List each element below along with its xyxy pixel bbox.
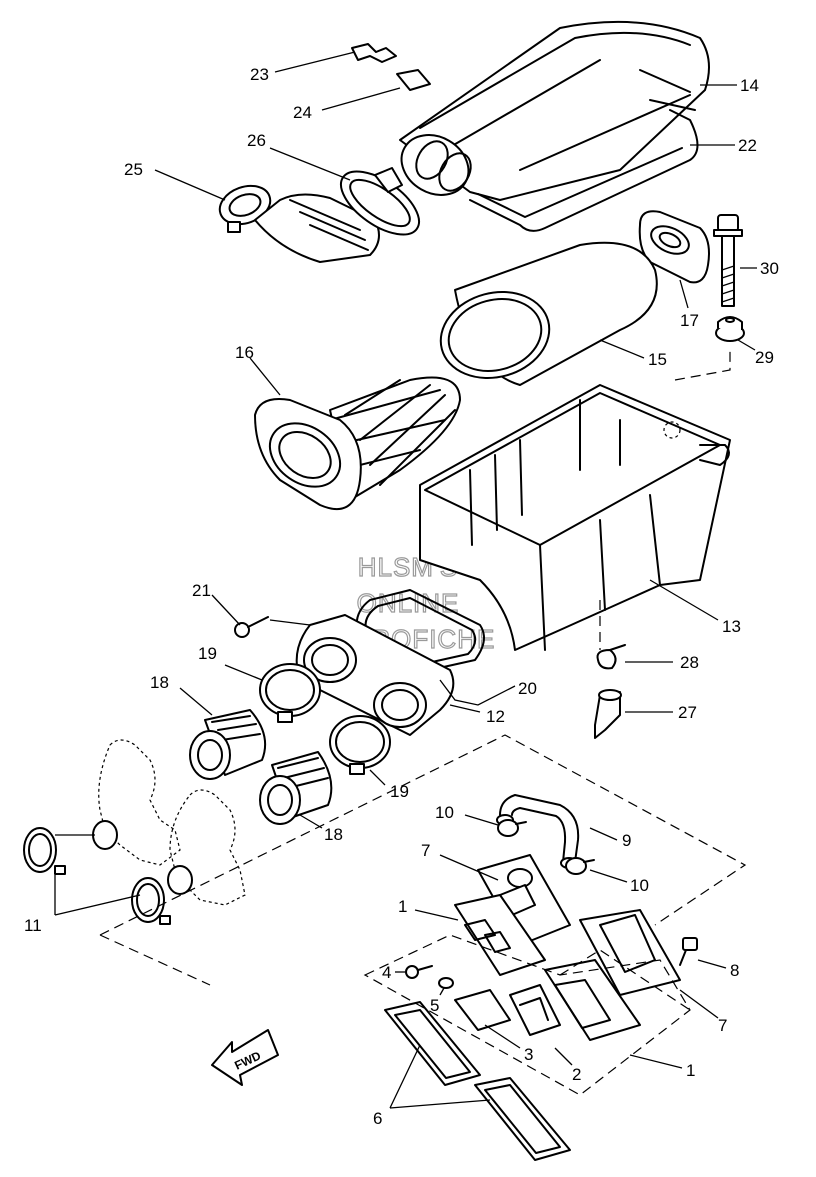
part-15-filter-element [439, 241, 658, 386]
callout-1a: 1 [398, 897, 407, 916]
callout-21: 21 [192, 581, 211, 600]
callout-9: 9 [622, 831, 631, 850]
callout-7a: 7 [421, 841, 430, 860]
part-21-screw [234, 616, 269, 638]
callout-5: 5 [430, 996, 439, 1015]
callout-2: 2 [572, 1065, 581, 1084]
part-20-gasket [355, 589, 485, 671]
fwd-arrow: FWD [211, 1029, 279, 1086]
callout-24: 24 [293, 103, 312, 122]
part-18-joint-lower [259, 751, 333, 825]
part-6-gasket-upper [384, 1001, 481, 1086]
part-1-reed-valve-left [454, 894, 546, 976]
part-29-grommet [715, 316, 745, 342]
callout-12: 12 [486, 707, 505, 726]
part-16-filter-cage [254, 376, 461, 510]
callout-26: 26 [247, 131, 266, 150]
callout-4: 4 [382, 963, 391, 982]
part-24-clip [396, 69, 431, 91]
callout-16: 16 [235, 343, 254, 362]
assembly-outlines [55, 350, 747, 1096]
part-25-intake-duct [218, 184, 380, 263]
callout-10a: 10 [435, 803, 454, 822]
callout-15: 15 [648, 350, 667, 369]
callout-25: 25 [124, 160, 143, 179]
part-2-reed-plate [509, 984, 561, 1036]
callout-13: 13 [722, 617, 741, 636]
callout-labels: 23 24 26 25 14 22 30 17 29 15 16 13 21 1… [24, 65, 779, 1128]
part-11-clamp-left [23, 827, 66, 875]
part-7-cover-right [579, 909, 681, 996]
part-19-clamp-lower [329, 715, 391, 775]
part-10-clamp-upper [497, 819, 527, 837]
callout-7b: 7 [718, 1016, 727, 1035]
callout-10b: 10 [630, 876, 649, 895]
callout-19a: 19 [198, 644, 217, 663]
watermark-line-2: ONLINE [357, 588, 460, 618]
part-5-washer [438, 977, 454, 989]
part-10-clamp-lower [565, 857, 595, 875]
part-6-gasket-lower [474, 1077, 571, 1161]
part-8-bolt [679, 937, 698, 966]
part-19-clamp-upper [259, 663, 321, 723]
callout-20: 20 [518, 679, 537, 698]
callout-17: 17 [680, 311, 699, 330]
callout-22: 22 [738, 136, 757, 155]
part-3-reed-stopper [454, 989, 511, 1031]
part-11-clamp-right [131, 877, 171, 925]
callout-3: 3 [524, 1045, 533, 1064]
part-30-bolt [713, 214, 743, 307]
callout-18b: 18 [324, 825, 343, 844]
callout-30: 30 [760, 259, 779, 278]
callout-23: 23 [250, 65, 269, 84]
leader-lines [54, 51, 757, 1109]
callout-11: 11 [24, 916, 42, 935]
callout-18a: 18 [150, 673, 169, 692]
part-27-bracket [594, 689, 622, 739]
part-23-clip [351, 43, 397, 63]
part-4-screw [405, 965, 433, 979]
part-18-joint-upper [189, 709, 266, 780]
part-14-airbox-cover [399, 20, 710, 201]
part-22-cover-seal [469, 109, 699, 232]
callout-19b: 19 [390, 782, 409, 801]
part-12-joint-manifold [295, 614, 455, 736]
callout-8: 8 [730, 961, 739, 980]
callout-1b: 1 [686, 1061, 695, 1080]
callout-14: 14 [740, 76, 759, 95]
callout-27: 27 [678, 703, 697, 722]
callout-29: 29 [755, 348, 774, 367]
part-28-clip [596, 644, 626, 670]
callout-6: 6 [373, 1109, 382, 1128]
part-13-airbox-case [419, 384, 731, 651]
callout-28: 28 [680, 653, 699, 672]
